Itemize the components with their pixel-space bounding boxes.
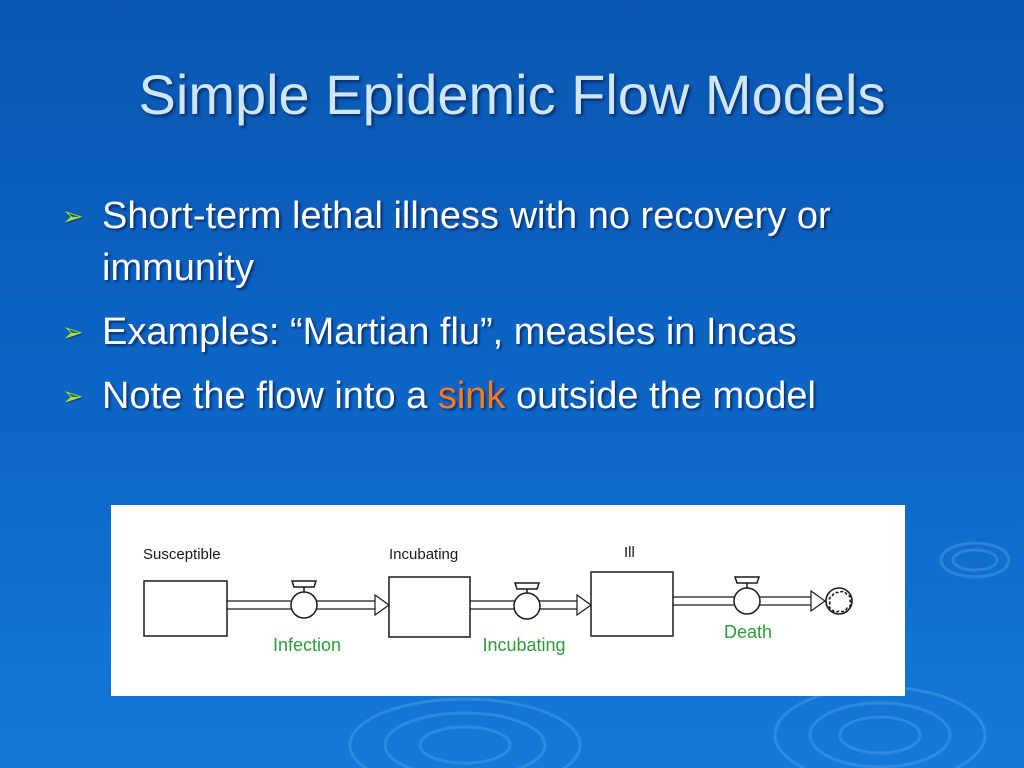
bullet-item: ➢ Short-term lethal illness with no reco… [62,190,982,294]
stock-box-ill [590,571,674,637]
valve-icon [733,576,761,615]
flow-label-infection: Infection [273,635,341,655]
flow-label-death: Death [724,622,772,642]
bullet-text: Short-term lethal illness with no recove… [102,195,831,289]
arrow-bullet-icon: ➢ [62,317,84,347]
arrow-bullet-icon: ➢ [62,201,84,231]
arrow-bullet-icon: ➢ [62,381,84,411]
valve-icon [290,580,318,619]
flow-diagram-svg: Susceptible Incubating Ill Infection Inc… [143,544,853,655]
bullet-list: ➢ Short-term lethal illness with no reco… [62,190,982,434]
flow-arrowhead-icon [576,593,593,617]
valve-icon [513,582,541,620]
stock-box-susceptible [143,580,228,637]
bullet-item: ➢ Note the flow into a sink outside the … [62,370,982,422]
flow-arrowhead-icon [810,589,827,613]
slide-title: Simple Epidemic Flow Models [138,63,886,126]
stock-label-susceptible: Susceptible [143,546,221,563]
sink-cloud-icon [825,587,853,615]
sink-highlight: sink [437,375,506,417]
bullet-item: ➢ Examples: “Martian flu”, measles in In… [62,306,982,358]
bullet-text-after: outside the model [505,375,816,417]
stock-box-incubating [388,576,471,638]
stock-label-incubating: Incubating [389,546,458,563]
bullet-text: Examples: “Martian flu”, measles in Inca… [102,311,797,353]
bullet-text-before: Note the flow into a [102,375,438,417]
stock-label-ill: Ill [624,544,635,561]
flow-label-incubating: Incubating [482,635,565,655]
flow-diagram: Susceptible Incubating Ill Infection Inc… [111,505,905,696]
flow-arrowhead-icon [374,593,391,617]
